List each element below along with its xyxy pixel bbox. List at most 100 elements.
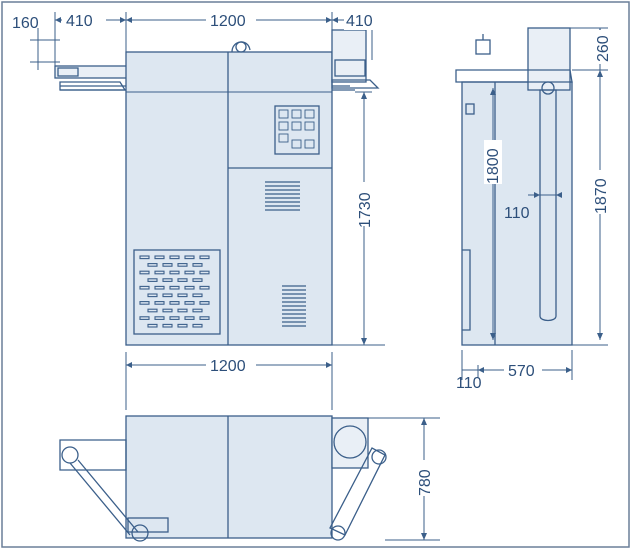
panel-slot — [177, 278, 188, 282]
panel-slot — [177, 293, 188, 298]
panel-slot — [162, 278, 173, 282]
plan-lever-pivot — [371, 449, 387, 465]
dim-mask-3 — [344, 10, 378, 30]
panel-slot — [184, 255, 195, 260]
side-top-plate — [455, 69, 573, 83]
panel-slot — [184, 316, 195, 320]
panel-slot — [192, 308, 203, 313]
panel-slot — [162, 308, 173, 313]
upper-vent — [265, 181, 300, 211]
panel-slot — [192, 293, 203, 298]
main-cabinet — [125, 51, 333, 346]
plan-left-arm — [59, 439, 127, 471]
plan-wheel-left — [131, 524, 149, 542]
plan-view: 780 — [59, 415, 440, 542]
right-column — [331, 29, 367, 83]
front-view: 160 410 1200 410 1730 1200 — [12, 10, 385, 410]
panel-slot — [139, 316, 150, 320]
control-panel — [274, 105, 320, 155]
panel-slot — [169, 255, 180, 260]
side-view: 1800 1870 260 110 110 570 — [455, 27, 612, 392]
column-base — [334, 59, 366, 77]
dim-260: 260 — [595, 35, 612, 62]
dim-mask-2 — [206, 10, 256, 30]
panel-slot — [199, 255, 210, 260]
dim-160: 160 — [12, 15, 39, 32]
panel-slot — [184, 285, 195, 290]
panel-slot — [184, 270, 195, 275]
panel-slot — [199, 316, 210, 320]
plan-arm-swing — [69, 462, 131, 536]
panel-slot — [139, 270, 150, 275]
panel-slot — [154, 301, 165, 305]
panel-slot — [199, 285, 210, 290]
column-plate — [331, 79, 380, 89]
side-body — [461, 81, 573, 346]
dim-mask-7 — [592, 170, 610, 214]
side-knob — [475, 39, 491, 55]
side-column — [527, 27, 571, 91]
panel-slot — [169, 316, 180, 320]
dim-mask-10 — [416, 460, 434, 496]
dim-mask-9 — [504, 360, 542, 380]
dim-110-base: 110 — [456, 375, 482, 392]
panel-slot — [162, 263, 173, 267]
panel-slot — [147, 278, 158, 282]
panel-slot — [154, 316, 165, 320]
panel-slot — [177, 263, 188, 267]
panel-slot — [169, 270, 180, 275]
panel-slot — [139, 285, 150, 290]
panel-slot — [192, 278, 203, 282]
dim-110-inner: 110 — [504, 205, 530, 222]
panel-slot — [139, 255, 150, 260]
plan-body — [125, 415, 333, 539]
dim-410-left: 410 — [66, 13, 93, 30]
dim-410-right: 410 — [346, 13, 373, 30]
dim-mask-4 — [356, 182, 372, 226]
panel-slot — [162, 323, 173, 328]
panel-slot — [169, 301, 180, 305]
panel-slot — [177, 323, 188, 328]
panel-slots — [139, 255, 210, 328]
dim-mask-6 — [484, 140, 502, 184]
plan-column-round — [333, 425, 367, 459]
dim-1800: 1800 — [485, 148, 502, 184]
panel-slot — [184, 301, 195, 305]
dim-570: 570 — [508, 363, 535, 380]
panel-slot — [169, 285, 180, 290]
panel-slot — [192, 263, 203, 267]
panel-slot — [154, 285, 165, 290]
side-handle — [465, 103, 475, 115]
dim-mask — [62, 10, 106, 30]
side-bar-pivot — [541, 81, 555, 95]
dim-mask-5 — [206, 355, 256, 375]
panel-slot — [162, 293, 173, 298]
panel-slot — [199, 270, 210, 275]
dim-1200-top: 1200 — [210, 13, 246, 30]
panel-slot — [154, 270, 165, 275]
panel-slot — [154, 255, 165, 260]
plan-arm-pivot — [61, 446, 79, 464]
panel-slot — [192, 323, 203, 328]
dim-1730: 1730 — [357, 192, 374, 228]
dim-780: 780 — [417, 469, 434, 496]
panel-slot — [147, 308, 158, 313]
side-bar — [539, 89, 557, 322]
top-knob-cap — [235, 41, 247, 53]
dim-1200-bottom: 1200 — [210, 358, 246, 375]
perforated-panel — [133, 249, 221, 335]
keypad-buttons — [278, 109, 315, 149]
side-foot-panel — [462, 249, 471, 331]
plan-wheel-right — [330, 525, 346, 541]
panel-slot — [147, 323, 158, 328]
panel-slot — [147, 293, 158, 298]
arm-clamp — [57, 67, 79, 77]
dim-mask-8 — [594, 30, 610, 64]
dim-1870: 1870 — [593, 178, 610, 214]
lower-vent — [282, 285, 306, 327]
top-knob — [231, 41, 251, 53]
panel-slot — [177, 308, 188, 313]
